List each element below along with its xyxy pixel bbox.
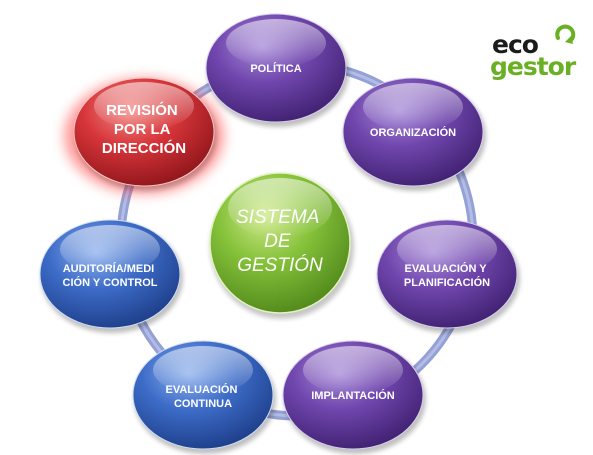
node-organizacion-label: ORGANIZACIÓN <box>370 126 456 139</box>
node-auditoria-label: AUDITORÍA/MEDI CIÓN Y CONTROL <box>63 262 158 289</box>
ecogestor-logo: eco gestor <box>490 18 585 82</box>
node-implantacion-label: IMPLANTACIÓN <box>311 389 395 402</box>
node-auditoria: AUDITORÍA/MEDI CIÓN Y CONTROL <box>39 219 183 333</box>
logo-text-gestor: gestor <box>490 52 576 81</box>
node-politica-label: POLÍTICA <box>250 62 301 75</box>
node-implantacion: IMPLANTACIÓN <box>282 340 426 454</box>
node-revision-label: REVISIÓN POR LA DIRECCIÓN <box>102 101 186 157</box>
node-politica: POLÍTICA <box>205 13 349 127</box>
node-evaluacion-continua: EVALUACIÓN CONTINUA <box>132 340 276 454</box>
logo-text-eco: eco <box>492 30 539 59</box>
recycle-arrow-icon <box>555 24 576 44</box>
node-organizacion: ORGANIZACIÓN <box>342 77 486 191</box>
node-evaluacion-planificacion: EVALUACIÓN Y PLANIFICACIÓN <box>376 219 520 333</box>
node-evaluacion-planificacion-label: EVALUACIÓN Y PLANIFICACIÓN <box>404 262 490 289</box>
center-label: SISTEMA DE GESTIÓN <box>236 207 324 276</box>
node-evaluacion-continua-label: EVALUACIÓN CONTINUA <box>166 383 241 410</box>
center-node: SISTEMA DE GESTIÓN <box>209 172 354 319</box>
node-revision: REVISIÓN POR LA DIRECCIÓN <box>73 77 217 191</box>
